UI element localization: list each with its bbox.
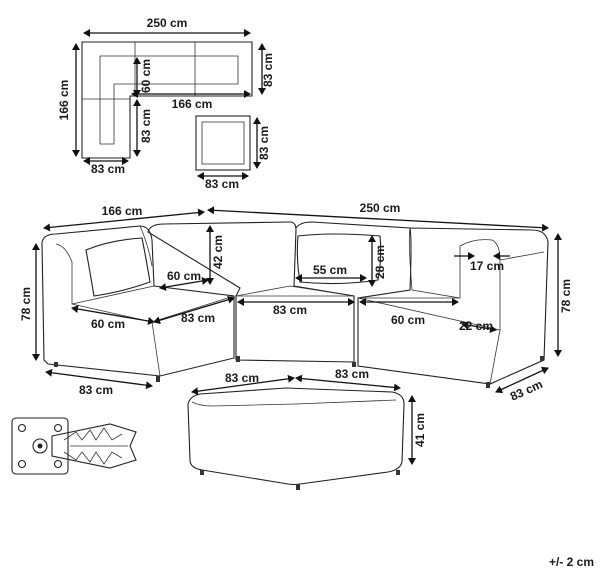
plan-right-depth-label: 83 cm xyxy=(261,53,275,87)
ottoman-depth-label: 83 cm xyxy=(225,371,259,385)
sofa-left-height-label: 78 cm xyxy=(19,287,33,321)
sofa-right-module-arrow xyxy=(495,366,549,394)
ottoman-height-label: 41 cm xyxy=(413,413,427,447)
ottoman-view: 83 cm 83 cm 41 cm xyxy=(187,367,427,490)
sofa-right-seat-depth-label: 60 cm xyxy=(391,313,425,327)
sofa-left-seat-depth-label: 60 cm xyxy=(91,317,125,331)
ottoman-depth-arrow xyxy=(191,374,295,396)
sofa-foot xyxy=(236,356,240,362)
left-cushion xyxy=(85,237,151,297)
plan-left-height-label: 166 cm xyxy=(57,80,71,121)
plan-inner-depth-label: 60 cm xyxy=(139,59,153,93)
plan-top-width-label: 250 cm xyxy=(147,16,188,30)
plan-inner-width-label: 166 cm xyxy=(172,97,213,111)
ottoman-width-arrow xyxy=(295,374,401,392)
sofa-left-module-arrow xyxy=(45,368,153,390)
sofa-foot xyxy=(156,376,160,382)
sofa-foot xyxy=(486,382,490,388)
sofa-right-total-label: 250 cm xyxy=(360,201,401,215)
sofa-foot xyxy=(54,362,58,367)
sofa-arm-width-label: 17 cm xyxy=(470,259,504,273)
sofa-right-height-label: 78 cm xyxy=(559,279,573,313)
sofa-right-arm-depth-label: 22 cm xyxy=(459,319,493,333)
plan-outline xyxy=(81,41,253,159)
plan-ottoman-depth-label: 83 cm xyxy=(257,126,271,160)
sofa-left-seat-width-arrow xyxy=(153,295,235,325)
connector-clip-icon xyxy=(11,417,137,475)
ottoman-foot xyxy=(296,484,300,490)
sofa-cushion-width-label: 55 cm xyxy=(313,263,347,277)
ottoman-foot xyxy=(200,470,204,475)
sofa-back-height-label: 42 cm xyxy=(211,235,225,269)
plan-ottoman-width-label: 83 cm xyxy=(205,177,239,191)
sofa-foot xyxy=(352,362,356,367)
sofa-foot xyxy=(540,356,544,361)
sofa-left-total-label: 166 cm xyxy=(102,204,143,218)
plan-left-width-label: 83 cm xyxy=(91,162,125,176)
sofa-right-module-label: 83 cm xyxy=(508,377,545,404)
sofa-left-total-arrow xyxy=(43,208,205,232)
ottoman-foot xyxy=(396,470,400,475)
sofa-middle-seat-label: 83 cm xyxy=(273,303,307,317)
sofa-right-arm-depth-arrow xyxy=(461,321,497,333)
sofa-left-seat-depth-arrow xyxy=(71,305,155,325)
sofa-right-total-arrow xyxy=(207,206,549,232)
plan-ottoman-inner xyxy=(201,121,245,165)
middle-cushion xyxy=(296,233,382,285)
sofa-cushion-height-label: 28 cm xyxy=(373,245,387,279)
sofa-view: 166 cm 250 cm 42 cm 60 cm 55 cm 28 cm 17… xyxy=(19,201,573,404)
plan-left-lower-label: 83 cm xyxy=(139,109,153,143)
tolerance-note: +/- 2 cm xyxy=(549,555,594,569)
plan-view: 250 cm 83 cm 166 cm 60 cm 166 cm 83 cm 8… xyxy=(57,16,275,191)
sofa-left-seat-width-label: 83 cm xyxy=(181,311,215,325)
sofa-arm-inner-label: 60 cm xyxy=(167,269,201,283)
plan-ottoman xyxy=(195,115,251,171)
ottoman-width-label: 83 cm xyxy=(335,367,369,381)
sofa-arm-inner-arrow xyxy=(159,277,209,291)
sofa-left-module-label: 83 cm xyxy=(79,383,113,397)
